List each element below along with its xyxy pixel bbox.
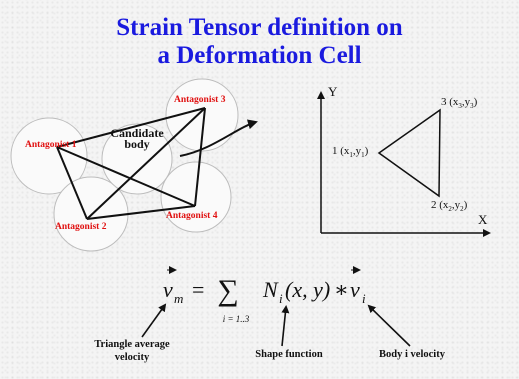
formula-lhs-sub: m bbox=[174, 291, 183, 306]
formula-args: (x, y) bbox=[285, 277, 330, 302]
formula-n: N bbox=[262, 277, 279, 302]
formula-rhs-sub: i bbox=[362, 291, 366, 306]
formula-rhs-v: v bbox=[350, 277, 360, 302]
formula-lhs-v: v bbox=[163, 277, 173, 302]
formula-equals: = bbox=[192, 277, 204, 302]
formula-times: ∗ bbox=[334, 277, 349, 302]
cell-edge-4-2 bbox=[86, 205, 196, 220]
cell-diagonal-3-2 bbox=[86, 107, 206, 220]
candidate-label-line-1: Candidate bbox=[110, 126, 164, 140]
x-axis-label: X bbox=[478, 212, 488, 227]
cell-edge-1-3 bbox=[56, 107, 206, 148]
y-axis-label: Y bbox=[328, 84, 338, 99]
arrow-to-vi bbox=[367, 304, 411, 347]
formula-n-sub: i bbox=[279, 291, 283, 306]
triangle bbox=[377, 108, 441, 198]
cell-diagonal-1-4 bbox=[56, 146, 196, 207]
antagonist-1-label: Antagonist 1 bbox=[25, 140, 77, 150]
label-triangle-average-line-2: velocity bbox=[115, 352, 150, 363]
antagonist-4-label: Antagonist 4 bbox=[166, 211, 218, 221]
candidate-body-circle bbox=[101, 123, 173, 195]
label-body-velocity: Body i velocity bbox=[379, 349, 446, 360]
vertex-1-number: 1 bbox=[332, 145, 338, 157]
formula-sum-range: i = 1..3 bbox=[223, 314, 250, 324]
label-triangle-average-line-1: Triangle average bbox=[94, 339, 170, 350]
antagonist-3-label: Antagonist 3 bbox=[174, 95, 226, 105]
vertex-2-label: 2 (x2,y2) bbox=[431, 199, 468, 213]
title-line-1: Strain Tensor definition on bbox=[116, 14, 403, 41]
antagonist-2-label: Antagonist 2 bbox=[55, 222, 107, 232]
antagonist-3-circle bbox=[165, 78, 239, 152]
vertex-3-number: 3 bbox=[441, 96, 447, 108]
cell-edge-3-4 bbox=[194, 107, 206, 207]
deformation-cell: Candidate body Antagonist 1 Antagonist 2… bbox=[10, 78, 239, 252]
arrow-to-shape-function bbox=[281, 305, 290, 347]
formula: v m = ∑ i = 1..3 N i (x, y) ∗ v i bbox=[163, 266, 366, 324]
formula-sigma: ∑ bbox=[217, 274, 238, 307]
connector-arrow bbox=[179, 119, 258, 157]
arrow-to-vm bbox=[141, 303, 167, 338]
candidate-label-line-2: body bbox=[124, 137, 149, 151]
vertex-2-number: 2 bbox=[431, 199, 437, 211]
vertex-3-label: 3 (x3,y3) bbox=[441, 96, 478, 110]
title-line-2: a Deformation Cell bbox=[157, 42, 362, 69]
label-shape-function: Shape function bbox=[255, 349, 323, 360]
cell-edge-2-1 bbox=[56, 146, 88, 220]
vertex-1-label: 1 (x1,y1) bbox=[332, 145, 369, 159]
coordinate-plot: Y X 1 (x1,y1) 3 (x3,y3) 2 (x2,y2) bbox=[317, 84, 491, 237]
